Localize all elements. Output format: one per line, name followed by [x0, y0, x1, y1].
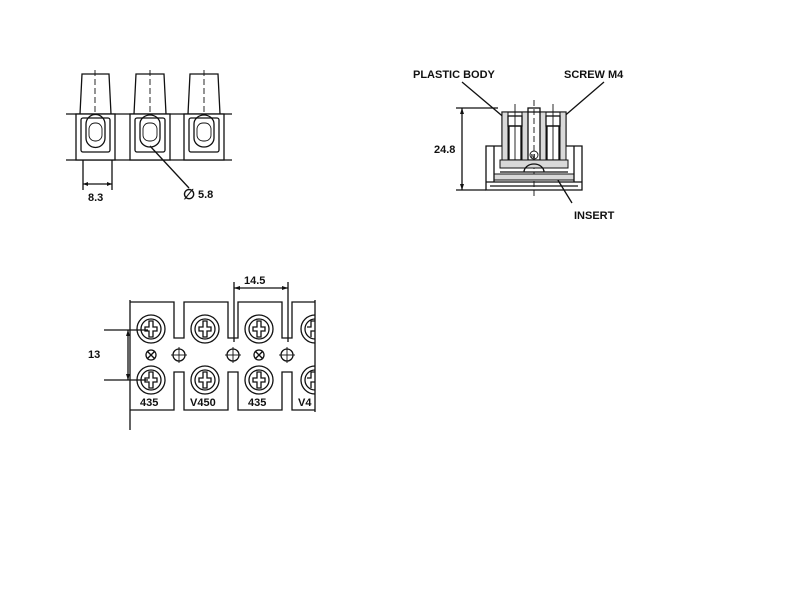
- front-pitch-label: 8.3: [88, 192, 103, 204]
- screw-upper-1: [136, 314, 166, 344]
- center-mark-label: M: [531, 154, 535, 160]
- block-label-2: V450: [190, 397, 216, 409]
- screw-upper-4: [300, 314, 316, 344]
- screw-lower-4: [300, 365, 316, 395]
- block-label-4: V4: [298, 397, 312, 409]
- front-terminal-3: [183, 70, 225, 161]
- hole-diameter-label: 5.8: [198, 189, 213, 201]
- front-terminal-1: [75, 70, 116, 190]
- diameter-symbol: ∅: [183, 186, 195, 202]
- section-height-label: 24.8: [434, 144, 455, 156]
- insert-label: INSERT: [574, 210, 615, 222]
- section-view: PLASTIC BODY SCREW M4 INSERT M: [413, 69, 624, 222]
- screw-m4-label: SCREW M4: [564, 69, 624, 81]
- block-label-1: 435: [140, 397, 158, 409]
- screw-lower-1: [136, 365, 166, 395]
- top-pitch-dimension: 14.5: [233, 275, 289, 342]
- plastic-body-label: PLASTIC BODY: [413, 69, 496, 81]
- top-view: 14.5 13: [88, 275, 316, 430]
- row-dimension-label: 13: [88, 349, 100, 361]
- bridge-marks: [145, 349, 265, 361]
- hole-diameter-callout: ∅ 5.8: [149, 145, 213, 202]
- screw-lower-3: [244, 365, 274, 395]
- front-view: 8.3 ∅ 5.8: [66, 70, 232, 204]
- screw-upper-3: [244, 314, 274, 344]
- block-label-3: 435: [248, 397, 266, 409]
- top-pitch-label: 14.5: [244, 275, 265, 287]
- link-holes: [171, 347, 295, 363]
- front-terminal-2: [129, 70, 171, 161]
- screw-upper-2: [190, 314, 220, 344]
- section-height-dimension: 24.8: [434, 107, 498, 191]
- front-pitch-dimension: 8.3: [83, 160, 113, 204]
- screw-lower-2: [190, 365, 220, 395]
